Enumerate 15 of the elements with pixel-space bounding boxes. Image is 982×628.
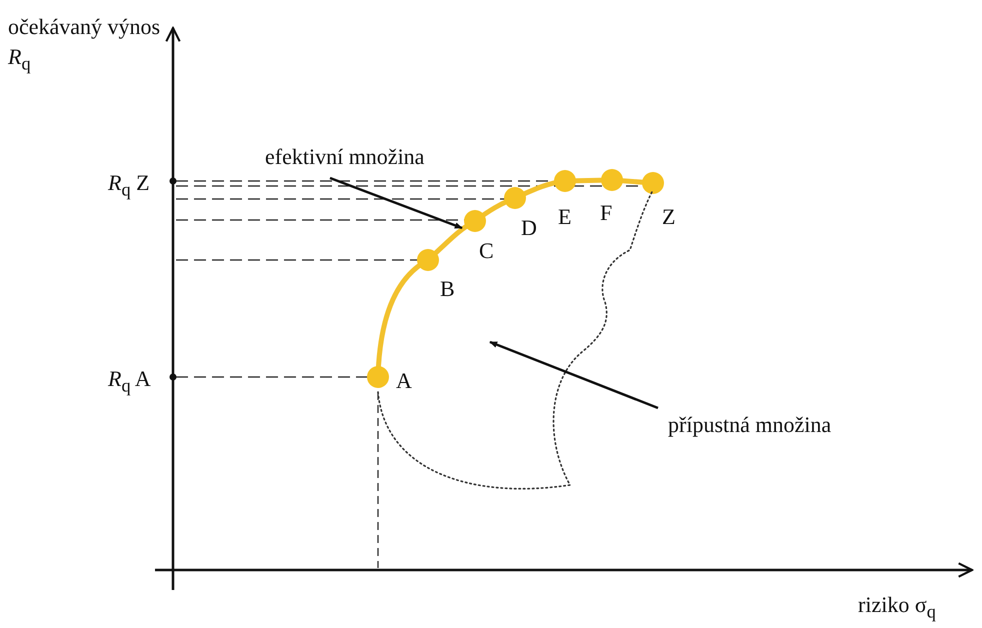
annotation-label: efektivní množina [265,144,424,170]
axis-title: riziko σ$_{q}$ [858,592,936,624]
point-label: D [521,215,537,241]
point-label: C [479,238,494,264]
point-label: E [558,204,572,230]
leader-arrow [330,176,463,230]
point-label: B [440,276,455,302]
leader-arrow [489,340,658,410]
point-label: F [600,200,612,226]
tick-label: R$_{q}$ Z [108,170,150,202]
point-label: A [396,368,412,394]
axis-title: očekávaný výnos R$_{q}$ [8,13,162,76]
tick-label: R$_{q}$ A [108,366,151,398]
annotation-label: přípustná množina [668,412,832,438]
point-label: Z [662,204,676,230]
